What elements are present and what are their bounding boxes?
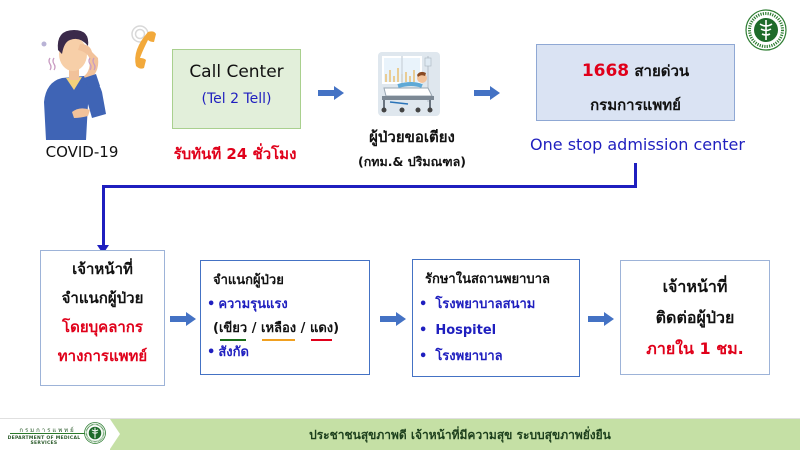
hotline-label: สายด่วน bbox=[634, 62, 690, 80]
footer-slogan-bar bbox=[100, 419, 800, 450]
hotline-number: 1668 bbox=[581, 61, 630, 81]
arrow-right-icon bbox=[588, 312, 614, 326]
hotline-department: กรมการแพทย์ bbox=[590, 96, 681, 114]
hospital-bed-patient-icon bbox=[378, 52, 440, 116]
contact-patient-box: เจ้าหน้าที่ ติดต่อผู้ป่วย ภายใน 1 ชม. bbox=[620, 260, 770, 375]
staff-triage-red-line: โดยบุคลากร bbox=[62, 318, 143, 336]
sick-person-icon bbox=[40, 22, 110, 140]
bed-request-region: (กทม.& ปริมณฑล) bbox=[358, 154, 466, 169]
contact-deadline: ภายใน 1 ชม. bbox=[646, 339, 744, 358]
classification-box: จำแนกผู้ป่วย ความรุนแรง (เขียว / เหลือง … bbox=[200, 260, 370, 375]
hotline-box: 1668 สายด่วน กรมการแพทย์ bbox=[536, 44, 735, 121]
ministry-of-public-health-logo bbox=[745, 9, 787, 51]
footer-divider bbox=[0, 418, 800, 419]
department-name-thai: กรมการแพทย์ bbox=[19, 427, 76, 434]
department-underline bbox=[10, 433, 85, 434]
treatment-item: โรงพยาบาล bbox=[419, 344, 579, 370]
severity-green: เขียว bbox=[219, 317, 247, 341]
ministry-of-public-health-logo bbox=[84, 422, 106, 444]
one-stop-admission-caption: One stop admission center bbox=[530, 135, 745, 154]
call-center-title: Call Center bbox=[189, 62, 284, 82]
treatment-item: โรงพยาบาลสนาม bbox=[419, 292, 579, 318]
severity-red: แดง bbox=[310, 317, 333, 341]
call-center-subtitle: (Tel 2 Tell) bbox=[201, 91, 272, 107]
staff-triage-line: จำแนกผู้ป่วย bbox=[61, 289, 144, 307]
flow-connector bbox=[634, 163, 637, 187]
hotline-number-line: 1668 สายด่วน bbox=[537, 59, 734, 83]
contact-line: ติดต่อผู้ป่วย bbox=[655, 308, 735, 327]
contact-line: เจ้าหน้าที่ bbox=[662, 277, 728, 296]
ringing-phone-icon bbox=[126, 24, 162, 72]
treatment-facility-box: รักษาในสถานพยาบาล โรงพยาบาลสนาม Hospitel… bbox=[412, 259, 580, 377]
classification-bullet-severity: ความรุนแรง bbox=[207, 293, 369, 317]
classification-bullet-affiliation: สังกัด bbox=[207, 341, 369, 365]
arrow-right-icon bbox=[474, 86, 500, 100]
staff-triage-line: เจ้าหน้าที่ bbox=[72, 260, 133, 278]
arrow-right-icon bbox=[380, 312, 406, 326]
treatment-item: Hospitel bbox=[419, 318, 579, 344]
staff-triage-box: เจ้าหน้าที่ จำแนกผู้ป่วย โดยบุคลากร ทางก… bbox=[40, 250, 165, 386]
treatment-heading: รักษาในสถานพยาบาล bbox=[425, 272, 550, 287]
severity-yellow: เหลือง bbox=[261, 317, 296, 341]
arrow-right-icon bbox=[318, 86, 344, 100]
arrow-down-icon bbox=[97, 245, 109, 254]
flow-connector bbox=[102, 185, 637, 188]
arrow-right-icon bbox=[170, 312, 196, 326]
flow-connector bbox=[102, 185, 105, 248]
bed-request-label: ผู้ป่วยขอเตียง bbox=[369, 128, 455, 146]
department-name-english: DEPARTMENT OF MEDICAL SERVICES bbox=[7, 436, 81, 446]
call-center-hours-note: รับทันที 24 ชั่วโมง bbox=[173, 145, 297, 163]
covid-19-label: COVID-19 bbox=[45, 143, 119, 161]
staff-triage-red-line: ทางการแพทย์ bbox=[57, 347, 148, 365]
footer-slogan: ประชาชนสุขภาพดี เจ้าหน้าที่มีความสุข ระบ… bbox=[309, 428, 611, 442]
classification-heading: จำแนกผู้ป่วย bbox=[213, 273, 284, 288]
call-center-box: Call Center (Tel 2 Tell) bbox=[172, 49, 301, 129]
severity-levels: (เขียว / เหลือง / แดง) bbox=[207, 317, 369, 341]
footer-chevron bbox=[110, 419, 120, 449]
